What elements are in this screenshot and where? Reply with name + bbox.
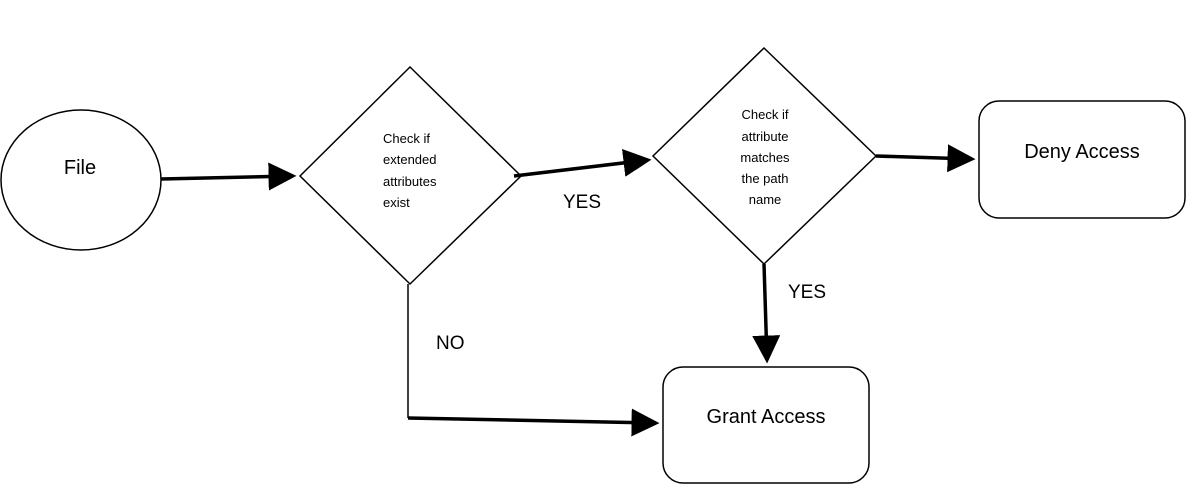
edge-no-to-grant — [407, 408, 660, 437]
check-extended-line-2: extended — [383, 152, 437, 167]
deny-access-node: Deny Access — [978, 100, 1186, 219]
check-extended-line-4: exist — [383, 195, 410, 210]
edge-file-to-check-extended — [160, 162, 297, 191]
grant-access-label: Grant Access — [707, 406, 826, 428]
file-node-label: File — [64, 157, 96, 179]
check-path-line-1: Check if — [742, 107, 789, 122]
no-label: NO — [436, 333, 465, 354]
file-node: File — [0, 109, 162, 251]
check-path-line-2: attribute — [742, 129, 789, 144]
check-extended-attributes-decision: Check if extended attributes exist — [298, 65, 523, 286]
check-path-line-4: the path — [742, 171, 789, 186]
check-path-name-decision: Check if attribute matches the path name — [651, 46, 878, 266]
edge-check-extended-to-check-path — [513, 149, 652, 178]
grant-access-node: Grant Access — [662, 366, 870, 484]
edge-check-path-to-grant — [752, 263, 781, 364]
yes-label-2: YES — [788, 282, 826, 303]
edge-check-path-to-deny — [875, 144, 976, 173]
deny-access-label: Deny Access — [1024, 141, 1140, 163]
check-extended-line-3: attributes — [383, 174, 437, 189]
check-extended-line-1: Check if — [383, 131, 430, 146]
check-path-line-5: name — [749, 192, 782, 207]
check-path-line-3: matches — [740, 150, 790, 165]
yes-label-1: YES — [563, 192, 601, 213]
